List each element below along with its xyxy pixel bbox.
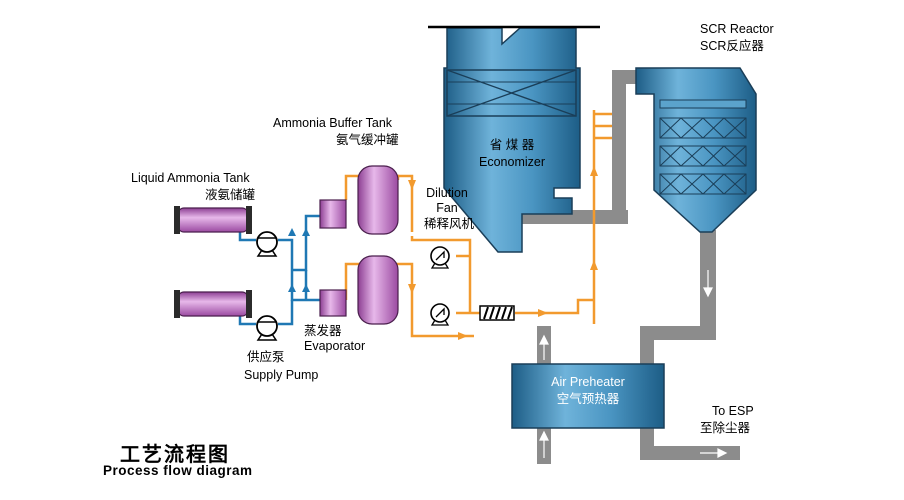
to-esp-label-cn: 至除尘器: [700, 421, 751, 435]
dilution-fan-label-en-2: Fan: [436, 201, 458, 215]
to-esp-label-en: To ESP: [712, 404, 754, 418]
supply-pump-upper: [256, 231, 278, 257]
ammonia-buffer-tank-label-cn: 氨气缓冲罐: [336, 133, 399, 147]
evaporator-upper: [319, 199, 347, 229]
air-preheater-box: [511, 363, 665, 429]
economizer-label-en: Economizer: [479, 155, 545, 169]
liquid-ammonia-tank-label-en: Liquid Ammonia Tank: [131, 171, 250, 185]
evaporator-label-cn: 蒸发器: [304, 324, 342, 338]
ammonia-flow-arrows: [408, 166, 598, 340]
scr-reactor-vessel: [635, 67, 757, 233]
supply-pump-label-cn: 供应泵: [247, 350, 285, 364]
ammonia-buffer-tank-upper: [357, 165, 399, 235]
supply-pump-lower: [256, 315, 278, 341]
dilution-fan-lower: [430, 303, 450, 326]
supply-pump-label-en: Supply Pump: [244, 368, 319, 382]
duct-flow-arrows: [539, 270, 728, 458]
dilution-fan-label-cn: 稀释风机: [424, 217, 475, 231]
scr-reactor-label-cn: SCR反应器: [700, 39, 764, 53]
dilution-fan-upper: [430, 246, 450, 269]
diagram-title-cn: 工艺流程图: [120, 442, 230, 466]
ammonia-buffer-tank-label-en: Ammonia Buffer Tank: [273, 116, 393, 130]
liquid-ammonia-tank-label-cn: 液氨储罐: [205, 188, 256, 202]
ammonia-buffer-tank-lower: [357, 255, 399, 325]
liquid-ammonia-tank-lower: [174, 290, 252, 318]
liquid-flow-arrows: [288, 228, 310, 292]
diagram-title-en: Process flow diagram: [103, 463, 253, 478]
scr-reactor-label-en: SCR Reactor: [700, 22, 774, 36]
liquid-ammonia-tank-upper: [174, 206, 252, 234]
evaporator-lower: [319, 289, 347, 317]
economizer-label-cn: 省 煤 器: [489, 138, 535, 152]
dilution-fan-label-en-1: Dilution: [426, 186, 468, 200]
air-preheater-label-cn: 空气预热器: [556, 392, 620, 406]
air-preheater-label-en: Air Preheater: [551, 375, 625, 389]
economizer-vessel: [428, 25, 600, 253]
evaporator-label-en: Evaporator: [304, 339, 366, 353]
static-mixer: [479, 305, 515, 321]
